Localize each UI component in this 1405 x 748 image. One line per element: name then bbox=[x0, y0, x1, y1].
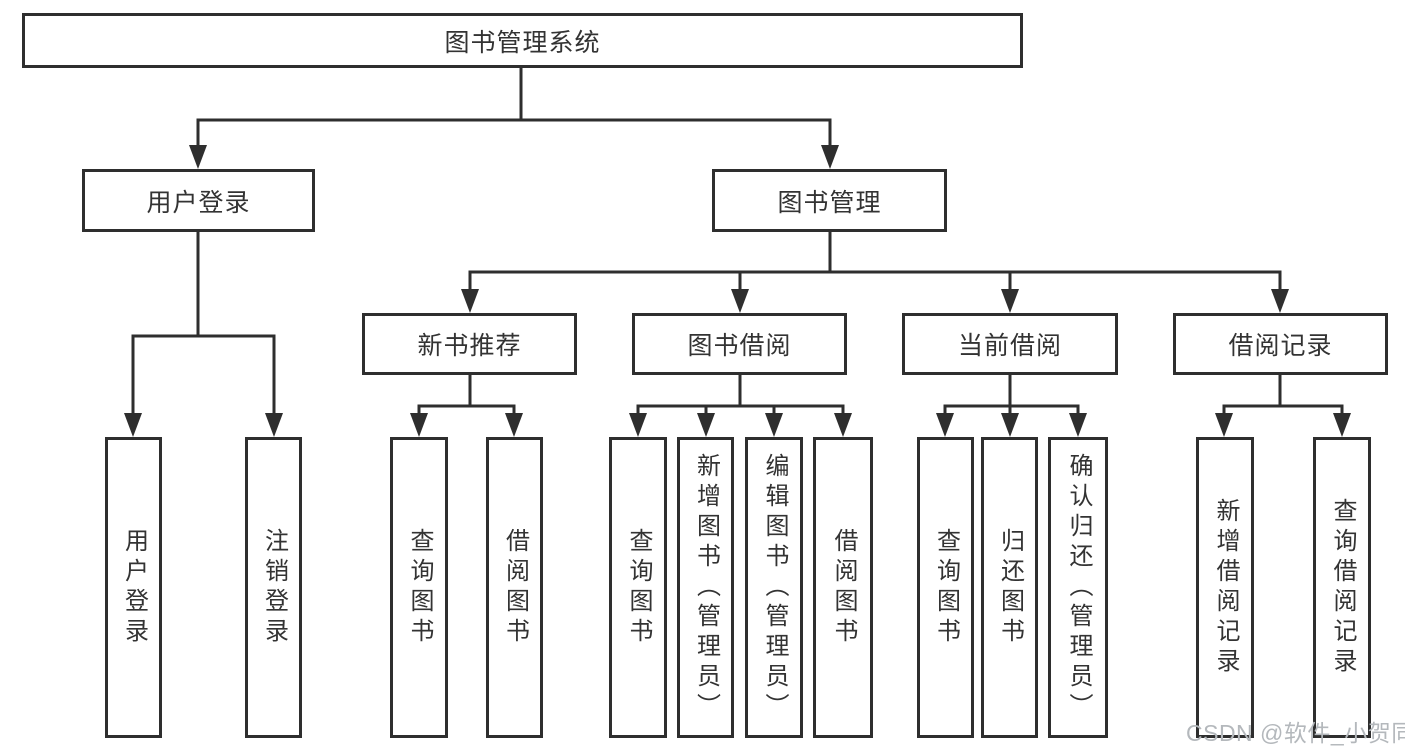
leaf-logout: 注销登录 bbox=[245, 437, 302, 738]
leaf-cb-return-books: 归还图书 bbox=[981, 437, 1038, 738]
leaf-bb-query-books-label: 查询图书 bbox=[625, 527, 652, 648]
leaf-cb-query-books-label: 查询图书 bbox=[932, 527, 960, 648]
leaf-bb-add-books-admin-label: 新增图书（管理员） bbox=[692, 452, 720, 723]
node-book-borrowing: 图书借阅 bbox=[632, 313, 847, 375]
leaf-cb-return-books-label: 归还图书 bbox=[996, 527, 1024, 648]
leaf-nbr-query-books-label: 查询图书 bbox=[406, 527, 433, 648]
leaf-br-add-record-label: 新增借阅记录 bbox=[1212, 497, 1239, 678]
leaf-br-query-record: 查询借阅记录 bbox=[1313, 437, 1371, 738]
node-book-management: 图书管理 bbox=[712, 169, 947, 232]
leaf-bb-edit-books-admin-label: 编辑图书（管理员） bbox=[761, 452, 788, 723]
leaf-nbr-borrow-books-label: 借阅图书 bbox=[501, 527, 529, 648]
leaf-bb-borrow-books-label: 借阅图书 bbox=[830, 527, 857, 648]
leaf-br-query-record-label: 查询借阅记录 bbox=[1329, 497, 1356, 678]
leaf-bb-add-books-admin: 新增图书（管理员） bbox=[677, 437, 734, 738]
leaf-cb-confirm-return-admin: 确认归还（管理员） bbox=[1048, 437, 1108, 738]
leaf-nbr-query-books: 查询图书 bbox=[390, 437, 448, 738]
leaf-cb-confirm-return-admin-label: 确认归还（管理员） bbox=[1065, 452, 1092, 723]
leaf-cb-query-books: 查询图书 bbox=[917, 437, 974, 738]
leaf-bb-borrow-books: 借阅图书 bbox=[813, 437, 873, 738]
leaf-logout-label: 注销登录 bbox=[260, 527, 288, 648]
leaf-user-login: 用户登录 bbox=[105, 437, 162, 738]
node-root-library-management-system: 图书管理系统 bbox=[22, 13, 1023, 68]
leaf-br-add-record: 新增借阅记录 bbox=[1196, 437, 1254, 738]
node-borrowing-records: 借阅记录 bbox=[1173, 313, 1388, 375]
leaf-bb-query-books: 查询图书 bbox=[609, 437, 667, 738]
leaf-user-login-label: 用户登录 bbox=[120, 527, 148, 648]
node-new-book-recommendation: 新书推荐 bbox=[362, 313, 577, 375]
node-user-login: 用户登录 bbox=[82, 169, 315, 232]
node-current-borrowing: 当前借阅 bbox=[902, 313, 1118, 375]
leaf-bb-edit-books-admin: 编辑图书（管理员） bbox=[745, 437, 803, 738]
leaf-nbr-borrow-books: 借阅图书 bbox=[486, 437, 543, 738]
csdn-watermark: CSDN @软件_小贺同学 bbox=[1186, 720, 1405, 746]
